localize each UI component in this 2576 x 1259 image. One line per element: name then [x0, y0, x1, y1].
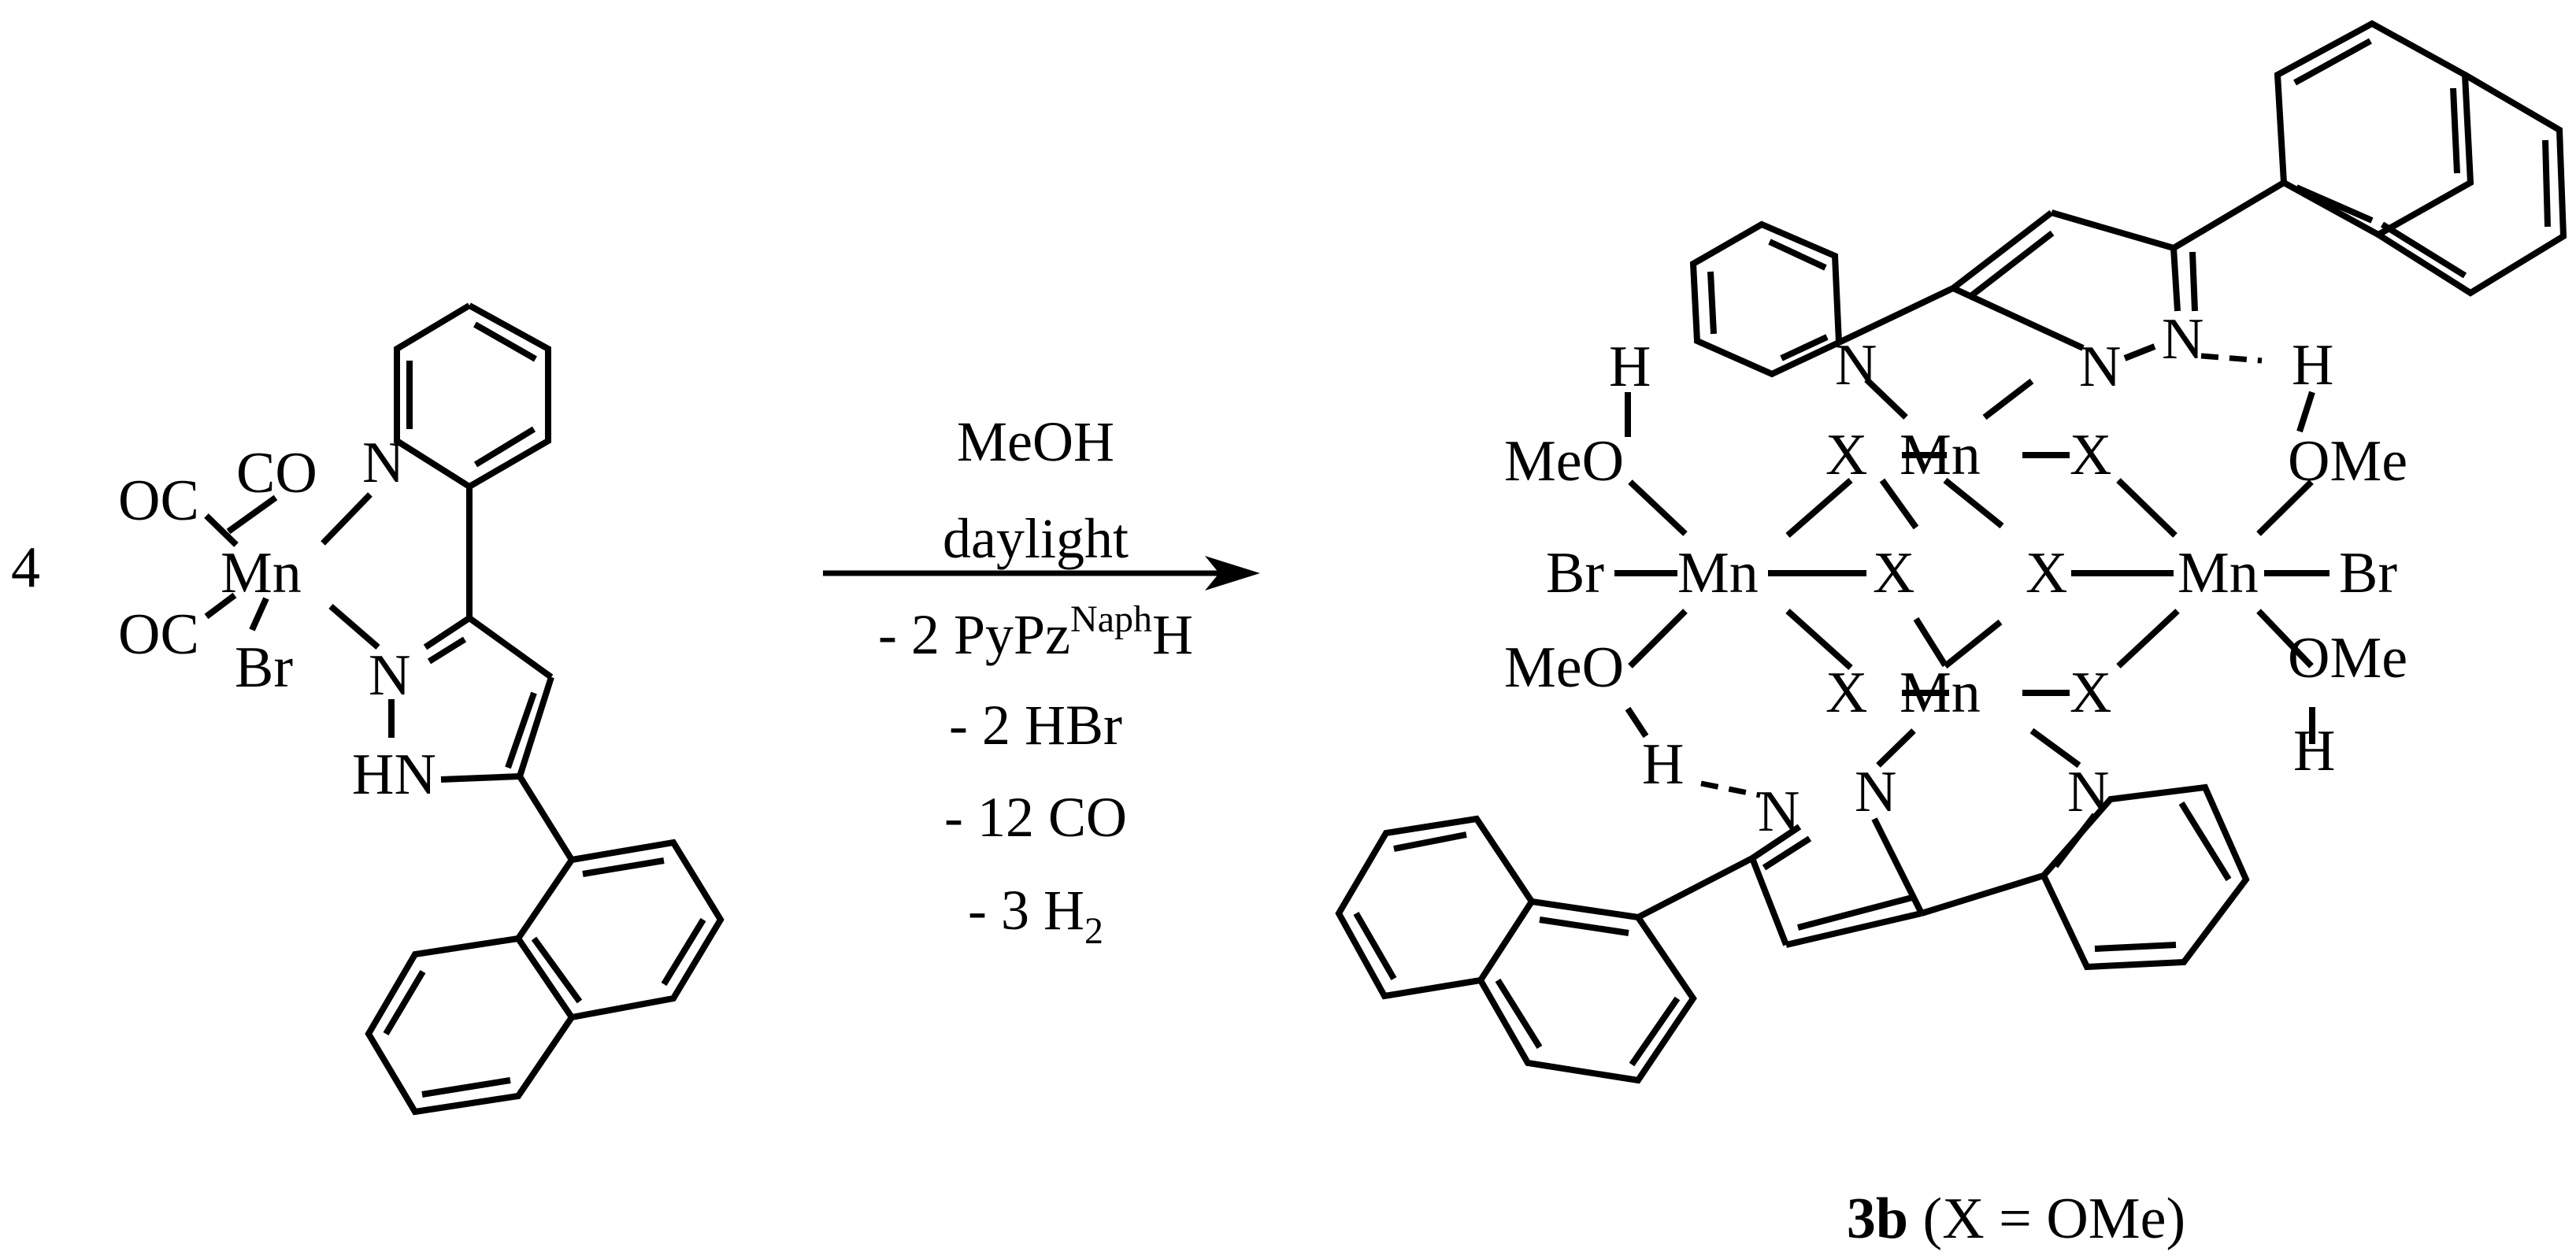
reactant-mn-atom: Mn [221, 541, 302, 605]
condition-solvent: MeOH [957, 410, 1114, 473]
reaction-arrow [823, 556, 1260, 591]
product-ome-top-right: OMe [2288, 429, 2407, 494]
product-meo-bottom-left: MeO [1504, 635, 1624, 700]
product-h-bottom-left: H [1642, 732, 1684, 797]
product-h-top-right: H [2292, 333, 2333, 398]
product-br-left: Br [1546, 541, 1604, 605]
product-n-pyrazole-top: N [2079, 335, 2121, 399]
product-meo-top-left: MeO [1504, 429, 1624, 494]
product-x-center-right: X [2026, 541, 2067, 605]
product-n-pyrazole-bottom-h: N [1758, 779, 1799, 844]
product-x-top-right: X [2070, 423, 2111, 487]
product-label: 3b (X = OMe) [1847, 1187, 2185, 1251]
condition-light: daylight [943, 507, 1129, 570]
reactant-br-atom: Br [235, 635, 293, 700]
product-n-pyrazole-bottom: N [1855, 760, 1896, 824]
product-mn-right: Mn [2178, 541, 2259, 605]
product-mn-bottom: Mn [1900, 661, 1981, 725]
stoichiometric-coefficient: 4 [11, 535, 40, 600]
reactant-oc-lower: OC [118, 602, 199, 667]
byproduct-hbr: - 2 HBr [949, 694, 1122, 757]
reactant-complex: CO OC Mn OC Br N N HN [118, 302, 725, 1116]
product-x-center-left: X [1873, 541, 1914, 605]
byproduct-ligand: - 2 PyPzNaphH [878, 598, 1193, 666]
product-x-bottom-right: X [2070, 661, 2111, 725]
product-x-bottom-left: X [1825, 661, 1867, 725]
product-br-right: Br [2339, 541, 2397, 605]
product-mn-top: Mn [1900, 423, 1981, 487]
reactant-pyridine-n: N [362, 431, 404, 495]
product-n-pyridine-bottom: N [2067, 760, 2109, 824]
product-cluster: Mn Mn Mn Mn X X X X X X Br Br H MeO MeO … [1335, 20, 2567, 1084]
product-n-pyridine-top: N [1835, 333, 1877, 398]
product-h-bottom-right: H [2293, 719, 2335, 783]
reactant-pyrazole-nh: HN [352, 742, 436, 807]
product-h-top-left: H [1609, 335, 1651, 399]
reactant-pyrazole-n: N [369, 643, 410, 708]
product-mn-left: Mn [1677, 541, 1759, 605]
byproduct-co: - 12 CO [944, 786, 1127, 849]
product-ome-bottom-right: OMe [2288, 626, 2407, 691]
reaction-conditions: MeOH daylight - 2 PyPzNaphH - 2 HBr - 12… [878, 410, 1193, 952]
reactant-oc-upper: OC [118, 468, 199, 533]
reactant-co-top: CO [236, 441, 317, 505]
byproduct-h2: - 3 H2 [968, 879, 1103, 952]
product-x-top-left: X [1825, 423, 1867, 487]
product-n-pyrazole-top-h: N [2162, 307, 2203, 372]
